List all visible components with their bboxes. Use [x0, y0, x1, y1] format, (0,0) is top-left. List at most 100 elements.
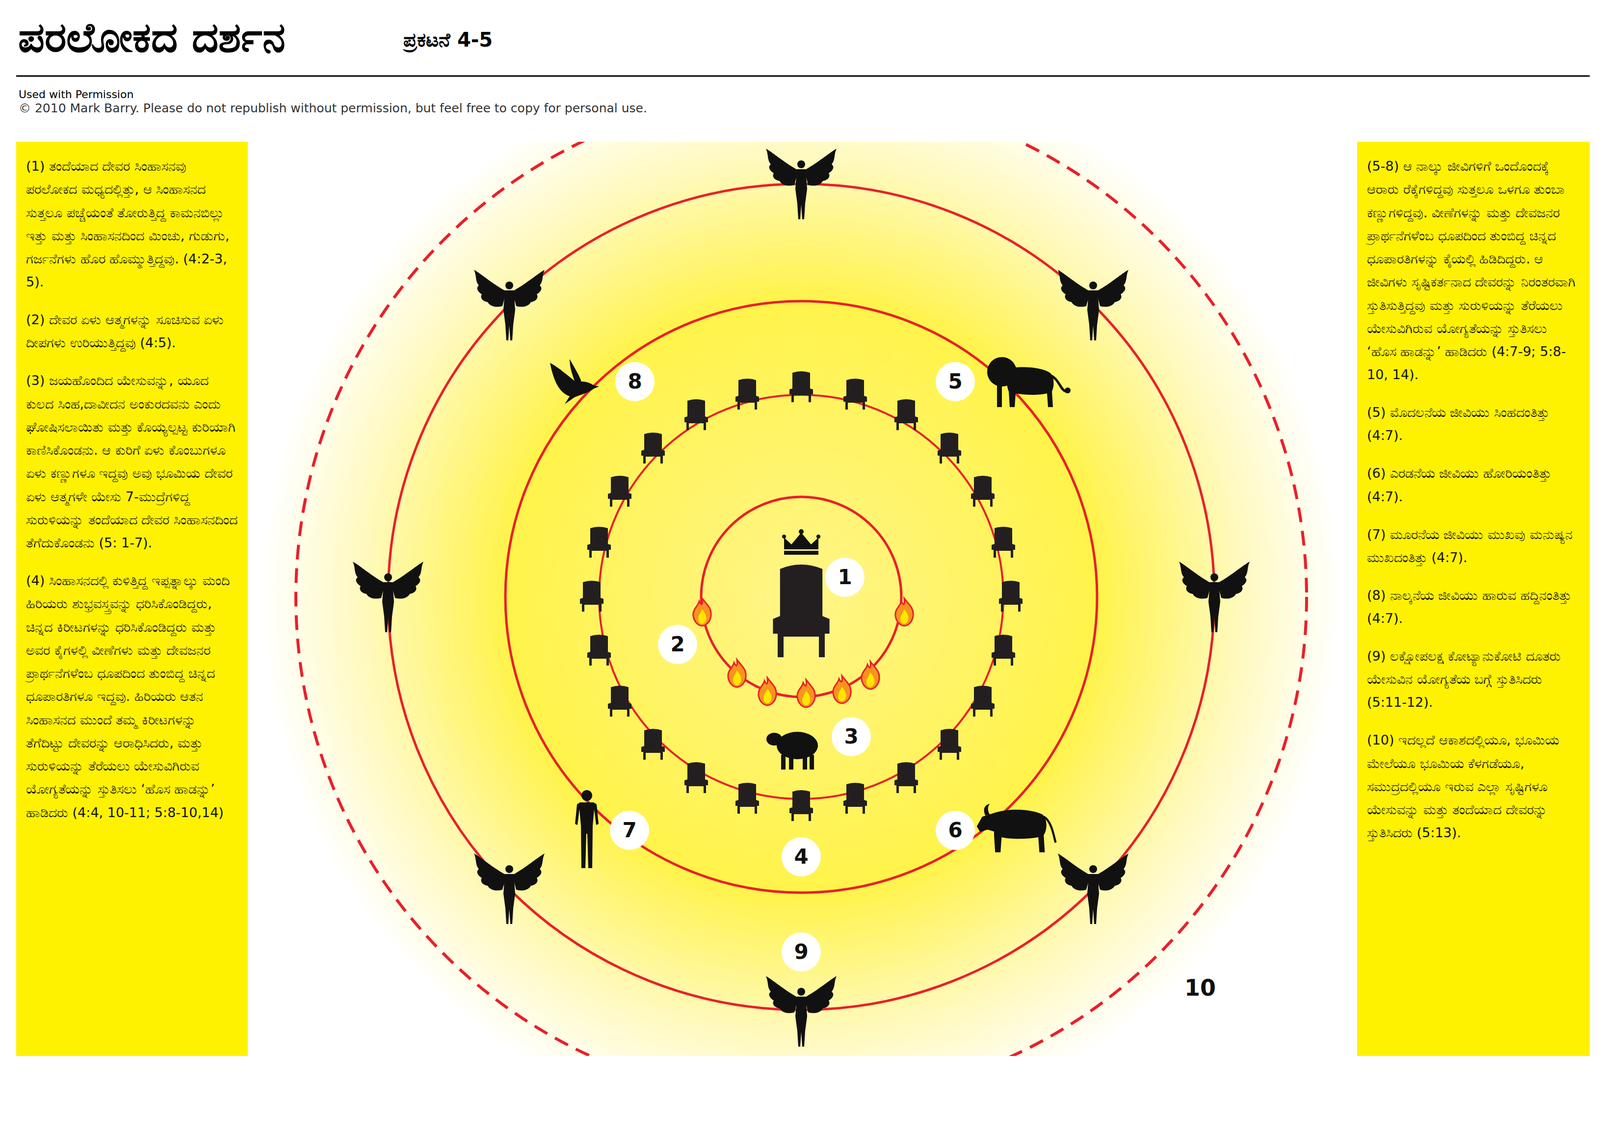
- panel-paragraph: (8) ನಾಲ್ಕನೆಯ ಜೀವಿಯು ಹಾರುವ ಹದ್ದಿನಂತಿತ್ತು …: [1366, 583, 1580, 631]
- callout-circle: 2: [657, 625, 698, 665]
- lamp-flame: [758, 678, 777, 706]
- elder-throne: [684, 762, 709, 794]
- lamp-flame: [861, 661, 880, 690]
- callout-number: 3: [843, 726, 859, 748]
- elder-throne: [587, 634, 611, 666]
- lamp-flame: [895, 598, 914, 627]
- elder-throne: [970, 685, 995, 717]
- chapter-reference: ಪ್ರಕಟನೆ 4-5: [403, 27, 493, 52]
- callout-number: 10: [1184, 974, 1216, 1002]
- elder-throne: [970, 475, 995, 507]
- glow: [261, 141, 1341, 1057]
- elder-throne: [991, 526, 1016, 558]
- angel: [1057, 269, 1129, 341]
- panel-body: (5-8) ಆ ನಾಲ್ಕು ಜೀವಿಗಳಿಗೆ ಒಂದೊಂದಕ್ಕೆ ಆರಾರ…: [1366, 154, 1580, 845]
- circle-fill: [935, 811, 975, 851]
- callout-number: 6: [947, 820, 963, 841]
- angel: [473, 853, 545, 925]
- lamp-flame: [797, 680, 815, 708]
- elder-throne: [735, 378, 760, 410]
- panel-paragraph: (10) ಇದಲ್ಲದೆ ಆಕಾಶದಲ್ಲಿಯೂ, ಭೂಮಿಯ ಮೇಲೆಯೂ ಭ…: [1366, 728, 1580, 845]
- elder-throne: [843, 783, 867, 814]
- elder-throne: [641, 432, 665, 464]
- elder-throne: [587, 526, 611, 558]
- callout-number: 5: [947, 371, 963, 393]
- elder-throne: [735, 783, 760, 814]
- lamb: [766, 732, 818, 770]
- text-panel: (1) ತಂದೆಯಾದ ದೇವರ ಸಿಂಹಾಸನವು ಪರಲೋಕದ ಮಧ್ಯದಲ…: [16, 141, 248, 1057]
- callout-number: 1: [837, 567, 852, 588]
- angels: [352, 148, 1250, 1048]
- elder-throne: [789, 371, 814, 403]
- elder-throne: [684, 399, 709, 431]
- elder-throne: [998, 580, 1023, 612]
- panel-paragraph: (4) ಸಿಂಹಾಸನದಲ್ಲಿ ಕುಳಿತ್ತಿದ್ದ ಇಪ್ಪತ್ನಾಲ್ಕ…: [26, 569, 238, 825]
- angel-ring: [388, 183, 1215, 1011]
- god-throne: [772, 564, 830, 658]
- seven-lamps: [693, 598, 914, 708]
- elder-throne: [991, 634, 1016, 666]
- eagle: [550, 359, 600, 405]
- callout-circle: 1: [825, 557, 865, 598]
- callout-number: 4: [793, 846, 809, 868]
- permission-note: Used with Permission: [18, 88, 134, 102]
- elder-thrones: [579, 371, 1023, 822]
- circle-fill: [831, 717, 871, 757]
- lamp-flame: [833, 676, 851, 704]
- circle-fill: [781, 932, 821, 972]
- angel: [1179, 561, 1250, 633]
- page-title: ಪರಲೋಕದ ದರ್ಶನ: [18, 12, 286, 63]
- man: [575, 790, 599, 869]
- circle-fill: [825, 557, 865, 598]
- callout-number: 8: [627, 371, 642, 393]
- angel: [1057, 853, 1129, 925]
- crown: [782, 529, 821, 555]
- circle-fill: [615, 362, 655, 402]
- angel: [473, 269, 545, 341]
- angel: [765, 976, 837, 1048]
- circle-fill: [935, 362, 975, 402]
- callout-circle: 9: [781, 932, 821, 972]
- panel-paragraph: (7) ಮೂರನೆಯ ಜೀವಿಯು ಮುಖವು ಮನುಷ್ಯನ ಮುಖದಂತಿತ…: [1366, 523, 1580, 570]
- panel-paragraph: (5-8) ಆ ನಾಲ್ಕು ಜೀವಿಗಳಿಗೆ ಒಂದೊಂದಕ್ಕೆ ಆರಾರ…: [1366, 154, 1580, 387]
- elder-throne: [579, 580, 604, 612]
- panel-paragraph: (6) ಎರಡನೆಯ ಜೀವಿಯು ಹೋರಿಯಂತಿತ್ತು (4:7).: [1366, 461, 1580, 509]
- elder-throne: [937, 432, 962, 464]
- callout-circle: 8: [615, 362, 655, 402]
- elder-throne: [843, 378, 867, 410]
- circle-fill: [609, 811, 650, 851]
- angel: [765, 148, 837, 220]
- elder-ring: [599, 394, 1004, 800]
- callout-circle: 4: [781, 837, 821, 877]
- angel: [352, 561, 424, 633]
- callout-circle: 6: [935, 811, 975, 851]
- callout-number: 9: [793, 942, 809, 963]
- panel-paragraph: (9) ಲಕ್ಷೋಪಲಕ್ಷ ಕೋಟ್ಯಾನುಕೋಟಿ ದೂತರು ಯೇಸುವಿ…: [1366, 644, 1580, 715]
- elder-throne: [894, 762, 919, 794]
- heaven-rings: [261, 141, 1341, 1057]
- circle-fill: [781, 837, 821, 877]
- elder-throne: [607, 685, 632, 717]
- lamp-flame: [728, 659, 746, 688]
- ox: [976, 804, 1056, 853]
- elder-throne: [789, 790, 814, 822]
- elder-throne: [607, 475, 632, 507]
- callout-circle: 7: [609, 811, 650, 851]
- copyright-note: © 2010 Mark Barry. Please do not republi…: [18, 101, 648, 116]
- text-panel: (5-8) ಆ ನಾಲ್ಕು ಜೀವಿಗಳಿಗೆ ಒಂದೊಂದಕ್ಕೆ ಆರಾರ…: [1357, 141, 1590, 1057]
- callout-circle: 3: [831, 717, 871, 757]
- panel-paragraph: (2) ದೇವರ ಏಳು ಆತ್ಮಗಳನ್ನು ಸೂಚಿಸುವ ಏಳು ದೀಪಗ…: [26, 308, 238, 355]
- elder-throne: [937, 729, 962, 761]
- elder-throne: [894, 399, 919, 431]
- panel-paragraph: (3) ಜಯಹೊಂದಿದ ಯೇಸುವನ್ನು, ಯೂದ ಕುಲದ ಸಿಂಹ,ದಾ…: [26, 368, 238, 555]
- panel-body: (1) ತಂದೆಯಾದ ದೇವರ ಸಿಂಹಾಸನವು ಪರಲೋಕದ ಮಧ್ಯದಲ…: [26, 154, 238, 825]
- callout-number: 7: [622, 820, 637, 841]
- circle-fill: [657, 625, 698, 665]
- lamp-flame: [693, 598, 711, 627]
- header-rule: [16, 75, 1590, 78]
- lion: [987, 357, 1071, 408]
- callout-number: 2: [670, 634, 685, 656]
- panel-paragraph: (5) ಮೊದಲನೆಯ ಜೀವಿಯು ಸಿಂಹದಂತಿತ್ತು (4:7).: [1366, 400, 1580, 448]
- panel-paragraph: (1) ತಂದೆಯಾದ ದೇವರ ಸಿಂಹಾಸನವು ಪರಲೋಕದ ಮಧ್ಯದಲ…: [26, 154, 238, 294]
